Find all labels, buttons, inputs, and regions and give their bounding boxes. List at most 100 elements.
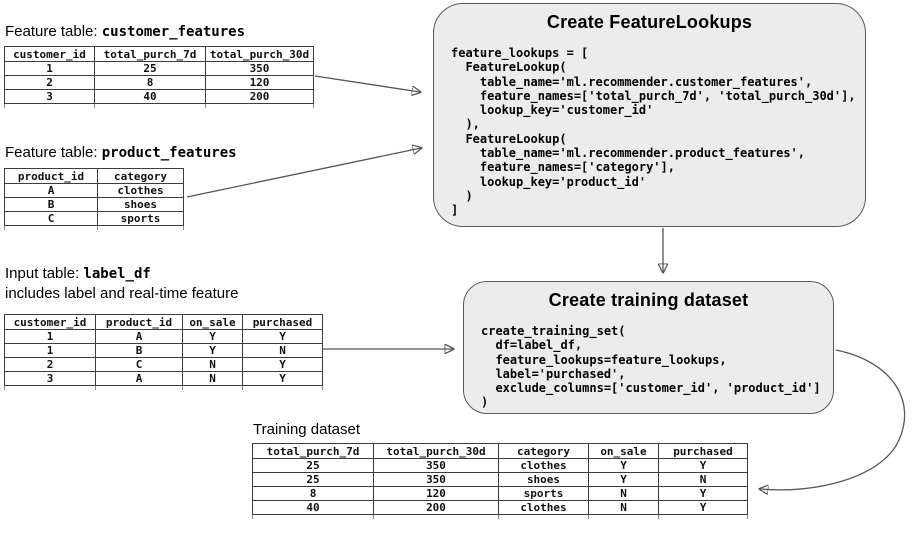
table-cell: 8 — [94, 75, 206, 90]
column-header: customer_id — [4, 314, 96, 330]
table-cell: Y — [182, 329, 243, 344]
label-table-title-line1: Input table: label_df — [5, 264, 238, 284]
training-set-code-block: create_training_set( df=label_df, featur… — [481, 324, 821, 410]
table-cell: A — [95, 329, 183, 344]
table-cell: 8 — [252, 486, 374, 501]
table-cell: Y — [588, 472, 659, 487]
table-cell: N — [182, 371, 243, 386]
table-cell: 40 — [94, 89, 206, 104]
table-cell: A — [95, 371, 183, 386]
table-edge-stub — [4, 225, 184, 230]
table-cell: 40 — [252, 500, 374, 515]
column-header: product_id — [4, 168, 98, 184]
label-table-title: Input table: label_df includes label and… — [5, 264, 238, 304]
table-cell: clothes — [498, 458, 589, 473]
create-training-dataset-box-title: Create training dataset — [548, 290, 749, 310]
stub-cell — [4, 103, 95, 108]
customer-table-title-prefix: Feature table: — [5, 23, 102, 40]
table-cell: 350 — [205, 61, 314, 76]
stub-cell — [94, 103, 206, 108]
table-cell: N — [182, 357, 243, 372]
table-cell: B — [4, 197, 98, 212]
product-table-title: Feature table: product_features — [5, 143, 237, 163]
column-header: purchased — [658, 443, 748, 459]
column-header: total_purch_30d — [373, 443, 499, 459]
stub-cell — [95, 385, 183, 390]
table-cell: C — [95, 357, 183, 372]
arrow-customer-to-featurelookups — [314, 75, 420, 92]
table-cell: 200 — [373, 500, 499, 515]
table-cell: 2 — [4, 75, 95, 90]
table-cell: 350 — [373, 458, 499, 473]
column-header: customer_id — [4, 46, 95, 62]
table-cell: Y — [182, 343, 243, 358]
stub-cell — [242, 385, 323, 390]
stub-cell — [588, 514, 659, 519]
label-table-title-code: label_df — [83, 266, 151, 282]
column-header: total_purch_30d — [205, 46, 314, 62]
column-header: on_sale — [588, 443, 659, 459]
customer-table-title-code: customer_features — [101, 24, 246, 40]
table-cell: N — [242, 343, 323, 358]
column-header: category — [97, 168, 184, 184]
table-cell: sports — [97, 211, 184, 226]
featurelookups-code-block: feature_lookups = [ FeatureLookup( table… — [451, 46, 856, 218]
stub-cell — [4, 385, 96, 390]
table-edge-stub — [4, 385, 323, 390]
table-cell: C — [4, 211, 98, 226]
table-cell: Y — [658, 500, 748, 515]
table-cell: 120 — [205, 75, 314, 90]
table-cell: 350 — [373, 472, 499, 487]
table-cell: 1 — [4, 61, 95, 76]
column-header: purchased — [242, 314, 323, 330]
table-cell: B — [95, 343, 183, 358]
product-table-title-code: product_features — [101, 145, 237, 161]
table-cell: 25 — [252, 458, 374, 473]
table-cell: 1 — [4, 343, 96, 358]
table-cell: Y — [658, 458, 748, 473]
column-header: total_purch_7d — [94, 46, 206, 62]
label-table-subtitle: includes label and real-time feature — [5, 285, 239, 302]
table-cell: shoes — [97, 197, 184, 212]
table-cell: A — [4, 183, 98, 198]
column-header: on_sale — [182, 314, 243, 330]
table-cell: Y — [588, 458, 659, 473]
create-training-dataset-box: Create training dataset create_training_… — [463, 281, 834, 414]
table-cell: 3 — [4, 371, 96, 386]
customer-table-title: Feature table: customer_features — [5, 22, 245, 42]
stub-cell — [498, 514, 589, 519]
table-cell: Y — [242, 371, 323, 386]
training-dataset-title: Training dataset — [253, 421, 361, 438]
table-cell: sports — [498, 486, 589, 501]
table-cell: 1 — [4, 329, 96, 344]
product-table-title-prefix: Feature table: — [5, 144, 102, 161]
table-cell: N — [588, 486, 659, 501]
column-header: category — [498, 443, 589, 459]
table-cell: 25 — [94, 61, 206, 76]
table-cell: shoes — [498, 472, 589, 487]
table-edge-stub — [252, 514, 748, 519]
table-cell: Y — [242, 357, 323, 372]
table-cell: N — [658, 472, 748, 487]
column-header: total_purch_7d — [252, 443, 374, 459]
create-featurelookups-box-title: Create FeatureLookups — [546, 12, 753, 32]
